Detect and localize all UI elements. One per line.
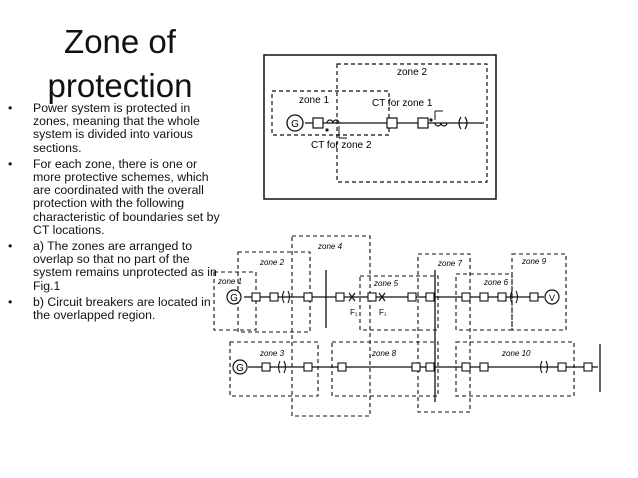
breaker [251,292,261,302]
breaker [303,292,313,302]
zone-10-label: zone 10 [501,349,531,358]
zone-3-label: zone 3 [259,349,285,358]
transformer-symbol [458,116,468,130]
zone-1-label: zone 1 [299,95,329,106]
breaker [367,292,377,302]
fault-2-label: F₁ [379,308,387,317]
zone-8-label: zone 8 [371,349,397,358]
ct-zone-1-symbol [434,122,448,127]
zone-5-label: zone 5 [373,279,399,288]
fault-marker [378,292,386,302]
zone-9-boundary [511,253,567,331]
transformer-symbol [277,360,287,374]
breaker [407,292,417,302]
zone-10-boundary [455,341,575,397]
transformer-symbol [539,360,549,374]
transformer-symbol [509,290,519,304]
breaker [411,362,421,372]
breaker [583,362,593,372]
motor-symbol [544,289,560,305]
breaker [557,362,567,372]
bullet-text: b) Circuit breakers are located in the o… [33,294,211,323]
breaker [269,292,279,302]
ct-zone-1-label: CT for zone 1 [372,98,433,109]
bullet-item: • Power system is protected in zones, mea… [8,101,220,155]
bullet-list: • Power system is protected in zones, mea… [8,101,220,325]
breaker [479,362,489,372]
generator-top-symbol [226,289,242,305]
zone-4-label: zone 4 [317,242,343,251]
breaker-1 [312,117,324,129]
title-line-1: Zone of [64,23,176,60]
breaker [497,292,507,302]
ct-zone-2-symbol [326,119,340,124]
title-line-2: protection [47,67,193,104]
generator-bottom-label: G [236,363,244,374]
breaker [261,362,271,372]
zone-7-boundary [417,253,471,413]
breaker [479,292,489,302]
breaker [461,292,471,302]
zone-3-boundary [229,341,319,397]
zone-8-boundary [331,341,439,397]
zone-9-label: zone 9 [521,257,547,266]
bullet-item: • b) Circuit breakers are located in the … [8,294,220,323]
ct-dot [429,118,433,122]
generator-bottom-symbol [232,359,248,375]
ct-zone-2-label: CT for zone 2 [311,140,372,151]
breaker [303,362,313,372]
diagram-border [263,54,497,200]
generator-symbol [286,114,304,132]
zone-5-boundary [359,275,439,331]
fault-1-label: F₁ [350,308,358,317]
bullet-marker: • [8,294,13,309]
motor-label: V [549,293,555,303]
generator-label: G [291,119,299,130]
bullet-text: Power system is protected in zones, mean… [33,101,200,155]
zone-1-boundary [271,90,390,136]
zone-1-label: zone 1 [217,277,242,286]
breaker [425,292,435,302]
ct-dot [325,128,329,132]
zone-overlap-diagram: G G V F₁ F₁ zone [213,235,601,417]
bullet-text: For each zone, there is one or more prot… [33,156,220,237]
breaker-3 [417,117,429,129]
generator-top-label: G [230,293,238,304]
bullet-text: a) The zones are arranged to overlap so … [33,239,217,293]
breaker [425,362,435,372]
bullet-marker: • [8,101,13,115]
zone-4-boundary [291,235,371,417]
bullet-item: • a) The zones are arranged to overlap so… [8,239,220,293]
zone-2-label: zone 2 [397,67,427,78]
ct-zone-diagram: G zone 2 zone 1 CT for zone 1 CT for zon… [263,54,497,200]
zone-2-label: zone 2 [259,258,285,267]
zone-6-label: zone 6 [483,278,509,287]
fault-marker [348,292,356,302]
zone-2-boundary [237,251,311,333]
breaker [335,292,345,302]
breaker [529,292,539,302]
bullet-marker: • [8,156,13,171]
transformer-symbol [281,290,291,304]
zone-7-label: zone 7 [437,259,463,268]
slide-title: Zone of protection [30,20,210,108]
bullet-marker: • [8,239,13,254]
breaker [337,362,347,372]
breaker-2 [386,117,398,129]
bullet-item: • For each zone, there is one or more pro… [8,156,220,237]
breaker [461,362,471,372]
